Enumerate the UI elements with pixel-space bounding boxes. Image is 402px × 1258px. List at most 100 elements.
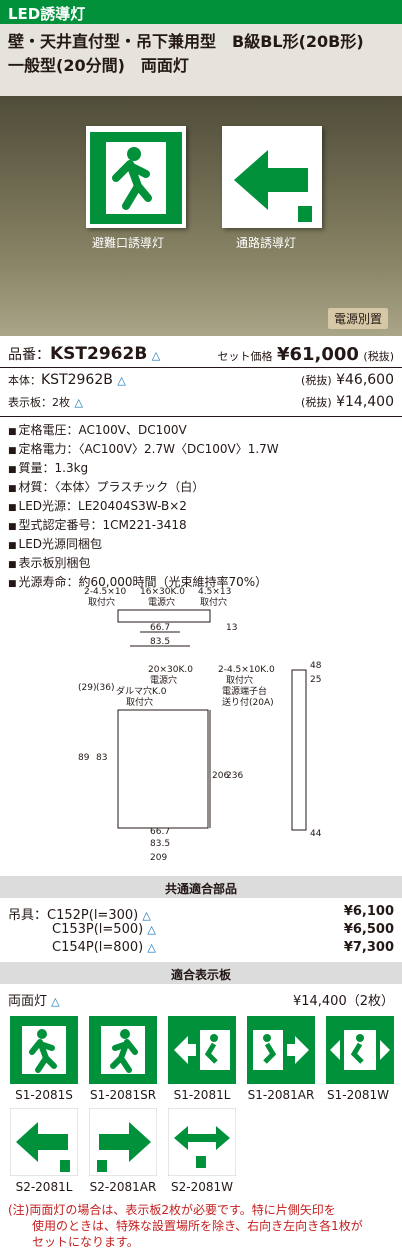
body-code: KST2962B (41, 372, 113, 388)
note: (注)両面灯の場合は、表示板2枚が必要です。特に片側矢印を 使用のときは、特殊な… (8, 1202, 363, 1250)
dim-label: 44 (310, 829, 322, 839)
body-price: ¥46,600 (336, 372, 394, 388)
panel-code: S1-2081SR (89, 1088, 157, 1102)
dim-label: 66.7 (150, 623, 170, 633)
spec-item: 定格電圧：AC100V、DC100V (8, 422, 279, 441)
category-tag: LED誘導灯 (0, 0, 402, 24)
dim-label: 取付穴 (88, 596, 115, 608)
arrow-both-icon (168, 1108, 236, 1176)
panel-label: 表示板：2枚 (8, 396, 70, 409)
list-item: C153P(l=500) △ ¥6,500 (8, 922, 394, 940)
spec-item: 表示板別梱包 (8, 555, 279, 574)
product-type-line1: 壁・天井直付型・吊下兼用型 B級BL形(20B形) (8, 32, 364, 51)
dim-label: (29) (78, 683, 96, 693)
part-name: C153P(l=500) (52, 922, 144, 937)
dim-label: 89 (78, 753, 90, 763)
spec-item: 材質：〈本体〉プラスチック（白） (8, 479, 279, 498)
panel-price: ¥14,400 (336, 394, 394, 410)
dim-label: 83.5 (150, 839, 170, 849)
header: LED誘導灯 壁・天井直付型・吊下兼用型 B級BL形(20B形) 一般型(20分… (0, 0, 402, 96)
common-parts-list: 吊具：C152P(l=300) △ ¥6,100 C153P(l=500) △ ¥6… (8, 904, 394, 958)
note-line: 使用のときは、特殊な設置場所を除き、右向き左向き各1枚が (8, 1219, 363, 1233)
emergency-exit-sign (86, 126, 186, 228)
spec-item: 光源寿命：約60,000時間（光束維持率70%） (8, 574, 279, 593)
list-item: 吊具：C152P(l=300) △ ¥6,100 (8, 904, 394, 923)
panel-code: S1-2081W (327, 1088, 389, 1102)
dim-label: ダルマ穴K.0 (116, 685, 167, 697)
spec-item: LED光源：LE20404S3W-B×2 (8, 498, 279, 517)
dim-label: 83 (96, 753, 107, 763)
common-parts-title: 共通適合部品 (0, 876, 402, 898)
divider (0, 367, 402, 368)
dim-label: 20×30K.0 (148, 665, 193, 675)
body-row: 本体：KST2962B △ (税抜) ¥46,600 (8, 372, 394, 388)
set-price-label: セット価格 (217, 350, 273, 363)
arrow-right-icon (89, 1108, 157, 1176)
panel-grid: S1-2081S S1-2081SR S1-2081L S1-2081AR S1… (0, 1016, 402, 1196)
panels-row: 両面灯 △¥14,400（2枚） (8, 990, 394, 1009)
dim-label: 電源端子台 (222, 685, 267, 697)
separate-power-badge: 電源別置 (327, 308, 388, 329)
product-photo: 避難口誘導灯 通路誘導灯 電源別置 (0, 96, 402, 336)
running-man-icon (90, 132, 182, 224)
dim-label: 取付穴 (226, 674, 253, 686)
product-type-line2: 一般型(20分間) 両面灯 (8, 56, 189, 75)
caption-right: 通路誘導灯 (236, 236, 297, 250)
passage-guide-sign (222, 126, 322, 228)
code-label: 品番： (8, 347, 50, 363)
part-price: ¥6,500 (343, 922, 394, 937)
panel-code: S1-2081AR (247, 1088, 315, 1102)
panel-code: S1-2081S (15, 1088, 73, 1102)
dim-label: 25 (310, 675, 321, 685)
dim-label: 236 (226, 771, 243, 781)
triangle-icon: △ (51, 995, 60, 1008)
dim-label: 13 (226, 623, 237, 633)
triangle-icon: △ (151, 349, 161, 362)
dim-label: 2-4.5×10K.0 (218, 665, 275, 675)
dim-label: 取付穴 (200, 596, 227, 608)
spec-list: 定格電圧：AC100V、DC100V 定格電力：〈AC100V〉2.7W〈DC1… (8, 422, 279, 593)
dim-label: 電源穴 (148, 596, 175, 608)
dim-label: 2-4.5×10 (84, 587, 127, 597)
part-price: ¥7,300 (343, 940, 394, 955)
dim-label: 取付穴 (126, 696, 153, 708)
exit-double-arrow-icon (326, 1016, 394, 1084)
panel-type: 両面灯 (8, 994, 48, 1009)
panel-code: S2-2081AR (89, 1180, 157, 1194)
tax-label: (税抜) (301, 396, 332, 409)
dim-label: 4.5×13 (198, 587, 231, 597)
divider (0, 416, 402, 417)
caption-left: 避難口誘導灯 (92, 236, 165, 250)
dim-label: 83.5 (150, 637, 170, 647)
dim-label: 送り付(20A) (222, 696, 274, 708)
dim-label: (36) (96, 683, 114, 693)
triangle-icon: △ (117, 374, 126, 387)
running-man-icon (10, 1016, 78, 1084)
tax-label: (税抜) (363, 350, 394, 363)
dim-label: 16×30K.0 (140, 587, 185, 597)
arrow-left-icon (10, 1108, 78, 1176)
part-name: C152P(l=300) (47, 908, 139, 923)
dim-label: 209 (150, 853, 167, 863)
arrow-left-icon (234, 150, 312, 222)
panel-row: 表示板：2枚 △ (税抜) ¥14,400 (8, 394, 394, 410)
parts-label: 吊具： (8, 908, 48, 923)
panel-code: S2-2081W (171, 1180, 233, 1194)
triangle-icon: △ (142, 909, 151, 922)
dim-label: 206 (212, 771, 229, 781)
panel-code: S1-2081L (173, 1088, 231, 1102)
spec-item: LED光源同梱包 (8, 536, 279, 555)
tax-label: (税抜) (301, 374, 332, 387)
body-label: 本体： (8, 374, 41, 387)
note-line: (注)両面灯の場合は、表示板2枚が必要です。特に片側矢印を (8, 1203, 336, 1217)
spec-item: 型式認定番号：1CM221-3418 (8, 517, 279, 536)
triangle-icon: △ (74, 396, 83, 409)
dim-label: 66.7 (150, 827, 170, 837)
part-price: ¥6,100 (343, 904, 394, 919)
spec-item: 質量：1.3kg (8, 460, 279, 479)
triangle-icon: △ (147, 941, 156, 954)
dim-label: 48 (310, 661, 322, 671)
panel-code: S2-2081L (15, 1180, 73, 1194)
triangle-icon: △ (147, 923, 156, 936)
part-name: C154P(l=800) (52, 940, 144, 955)
